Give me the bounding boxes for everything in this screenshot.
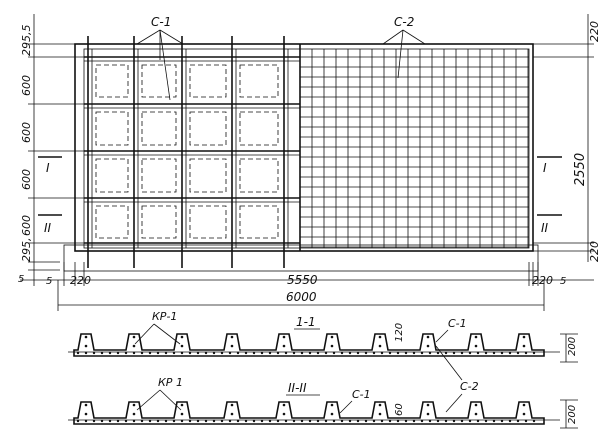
section-2-2-title: II-II xyxy=(288,381,307,395)
c1-dashed-panels xyxy=(95,64,279,239)
c2-leaders xyxy=(382,29,426,79)
section-2-2-profile xyxy=(73,401,545,425)
section-1-1-profile xyxy=(73,333,545,357)
label-c1-section1: С-1 xyxy=(448,317,467,330)
c2-mesh xyxy=(300,49,529,248)
label-c1-section2: С-1 xyxy=(352,388,371,401)
left-dimensions: 295,5 600 600 600 600 295, 5 xyxy=(18,14,90,286)
dim-left-600-2: 600 xyxy=(20,122,33,143)
dim-s2-60: 60 xyxy=(394,403,405,416)
dim-right-2550: 2550 xyxy=(573,153,588,186)
section-mark-i-right: I xyxy=(543,161,547,175)
label-c2-section: С-2 xyxy=(460,380,479,393)
section-2-2-bars xyxy=(76,403,536,423)
section-2-2: КР 1 II-II С-1 60 С-2 200 xyxy=(68,345,578,429)
dim-left-295-bot: 295, xyxy=(20,238,33,263)
section-mark-ii-right: II xyxy=(541,221,549,235)
bottom-dimensions: 5 220 5550 220 5 6000 xyxy=(20,244,594,311)
section-1-1: КР-1 1-1 120 С-1 200 xyxy=(68,310,578,363)
dim-bottom-220-left: 220 xyxy=(70,274,91,287)
dim-bottom-5-right: 5 xyxy=(560,276,566,287)
dim-right-220-bot: 220 xyxy=(588,241,601,262)
section-mark-i-left: I xyxy=(46,161,50,175)
label-c2-top: С-2 xyxy=(394,15,414,29)
dim-left-600-3: 600 xyxy=(20,169,33,190)
dim-left-600-4: 600 xyxy=(20,215,33,236)
right-dimensions: 220 2550 220 xyxy=(533,14,601,262)
dim-right-220-top: 220 xyxy=(588,21,601,42)
reinforcement-field-border xyxy=(83,48,530,249)
dim-bottom-5-left: 5 xyxy=(46,276,52,287)
dim-left-600-1: 600 xyxy=(20,75,33,96)
section-1-1-title: 1-1 xyxy=(296,315,316,329)
dim-left-5: 5 xyxy=(18,274,24,285)
dim-s1-120: 120 xyxy=(394,323,405,342)
dim-bottom-5550: 5550 xyxy=(287,273,318,287)
section-1-1-bars xyxy=(76,335,536,355)
dim-s2-200: 200 xyxy=(567,405,578,424)
c1-rib-grid xyxy=(84,36,300,268)
dim-left-295-top: 295,5 xyxy=(20,25,33,57)
section-mark-ii-left: II xyxy=(44,221,52,235)
label-kr1-section1: КР-1 xyxy=(152,310,177,323)
plan-view: I II I II С-1 С-2 xyxy=(38,15,562,268)
section-cut-marks xyxy=(38,156,562,216)
slab-outline xyxy=(74,43,534,252)
c1-leaders xyxy=(136,29,184,101)
dim-bottom-6000: 6000 xyxy=(286,290,317,304)
dim-bottom-220-right: 220 xyxy=(532,274,553,287)
label-kr1-section2: КР 1 xyxy=(158,376,183,389)
dim-s1-200: 200 xyxy=(567,337,578,356)
label-c1-top: С-1 xyxy=(151,15,171,29)
